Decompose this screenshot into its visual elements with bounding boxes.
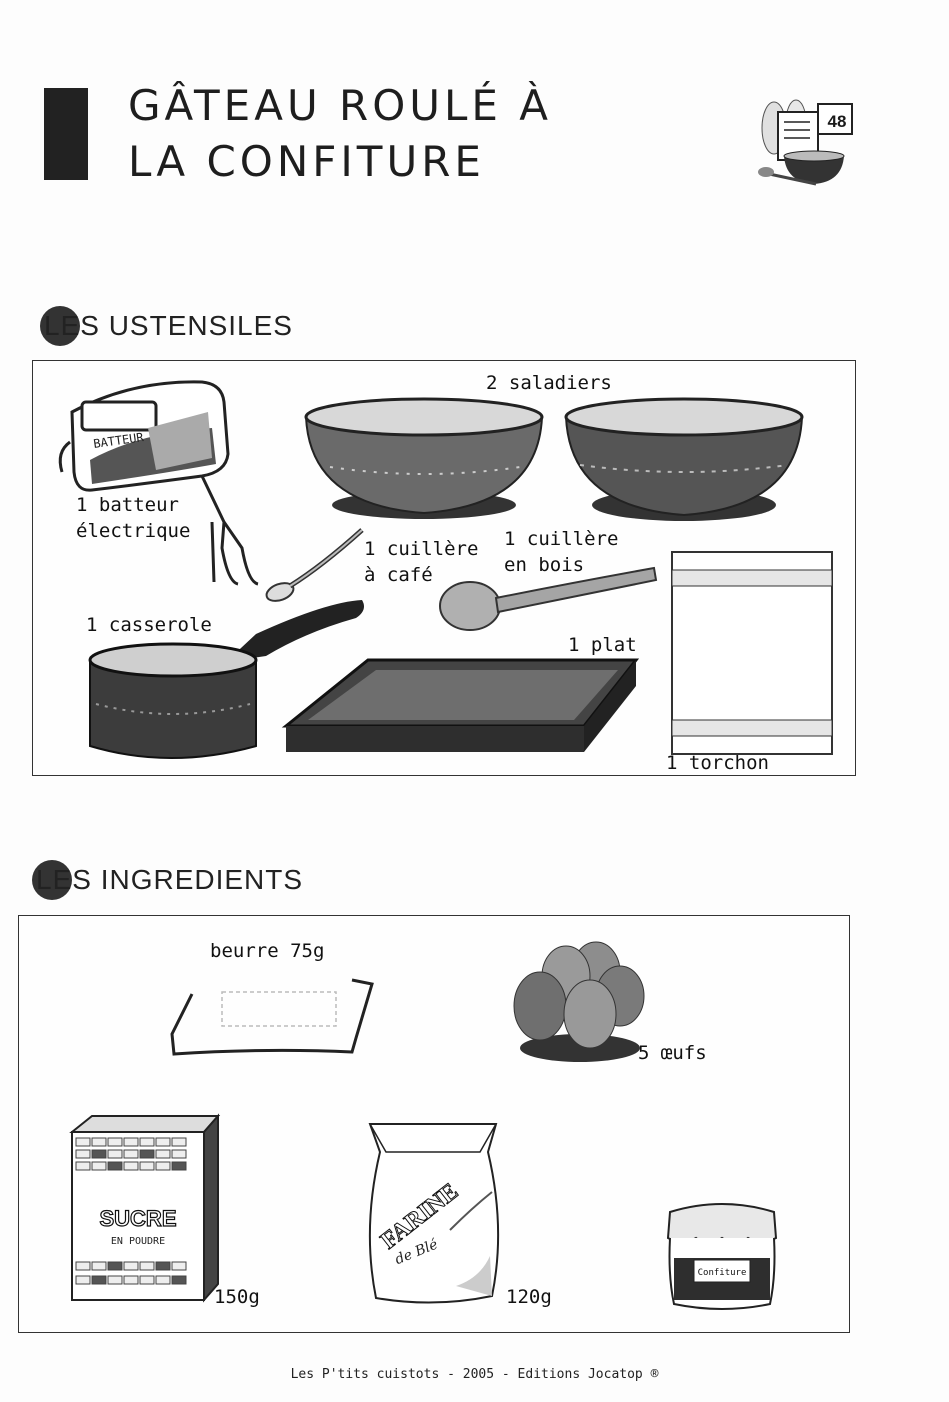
label-sugar: 150g [214, 1286, 260, 1308]
flour-bag-icon: FARINE de Blé [368, 1123, 500, 1304]
eggs-icon [513, 941, 645, 1062]
page-number: 48 [827, 112, 847, 131]
label-wooden-spoon: 1 cuillère en bois [504, 528, 619, 576]
baking-tray-icon [281, 658, 640, 752]
teaspoon-icon [265, 528, 364, 602]
jam-jar-icon: Confiture [666, 1203, 778, 1310]
label-bowls: 2 saladiers [486, 372, 612, 394]
footer-credit: Les P'tits cuistots - 2005 - Editions Jo… [290, 1367, 659, 1382]
label-saucepan: 1 casserole [86, 614, 212, 636]
label-butter: beurre 75g [210, 940, 325, 962]
title-bar-accent [44, 88, 88, 180]
page-title-line1: GÂTEAU ROULÉ À [128, 81, 553, 130]
saucepan-icon [88, 600, 364, 759]
wooden-spoon-icon [439, 566, 658, 631]
ingredients-heading-text: LES INGREDIENTS [36, 864, 304, 895]
jam-label-text: Confiture [698, 1268, 747, 1278]
label-eggs: 5 œufs [638, 1042, 707, 1064]
label-flour: 120g [506, 1286, 552, 1308]
recipe-book-icon [758, 99, 853, 186]
sugar-box-icon: SUCRE EN POUDRE [69, 1113, 221, 1303]
mixing-bowl-icon [304, 397, 544, 519]
hand-mixer-icon: BATTEUR [58, 380, 259, 586]
label-mixer: 1 batteur électrique [76, 494, 191, 542]
butter-icon [170, 978, 374, 1056]
label-towel: 1 torchon [666, 752, 769, 774]
label-tray: 1 plat [568, 634, 637, 656]
section-bullet-icon-2 [32, 860, 72, 900]
sugar-brand-text: SUCRE [99, 1206, 176, 1231]
page-title: GÂTEAU ROULÉ À LA CONFITURE [128, 78, 552, 190]
utensils-heading-text: LES USTENSILES [44, 310, 293, 341]
mixing-bowl-icon-2 [564, 397, 804, 521]
section-bullet-icon [40, 306, 80, 346]
label-teaspoon: 1 cuillère à café [364, 538, 479, 586]
page-title-line2: LA CONFITURE [128, 137, 485, 186]
utensils-heading: LES USTENSILES [40, 306, 293, 346]
sugar-sub-text: EN POUDRE [111, 1236, 165, 1247]
ingredients-heading: LES INGREDIENTS [32, 860, 303, 900]
towel-icon [671, 551, 833, 755]
